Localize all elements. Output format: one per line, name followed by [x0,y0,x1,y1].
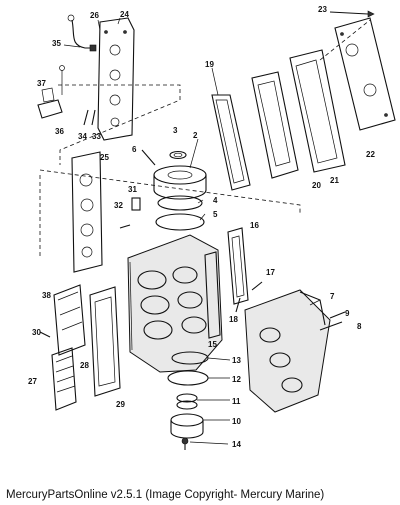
callout-28: 28 [80,361,89,370]
callout-12: 12 [232,375,241,384]
gasket-29 [89,286,121,397]
callout-15: 15 [208,340,217,349]
callout-16: 16 [250,221,259,230]
callout-17: 17 [266,268,275,277]
callout-18: 18 [229,315,238,324]
intake-manifold-7 [244,289,331,413]
bearing-housing-2 [153,165,207,200]
screw-23 [329,10,375,18]
reed-plate-16 [227,227,249,305]
callout-labels: 2 3 4 5 6 7 8 9 10 11 12 13 14 15 16 17 … [28,5,375,449]
callout-36: 36 [55,127,64,136]
callout-20: 20 [312,181,321,190]
callout-5: 5 [213,210,218,219]
callout-34: 34 [78,132,87,141]
callout-8: 8 [357,322,362,331]
callout-30: 30 [32,328,41,337]
callout-23: 23 [318,5,327,14]
gasket-19 [211,94,251,191]
callout-11: 11 [232,397,241,406]
callout-35: 35 [52,39,61,48]
o-rings-4-5 [155,195,205,231]
cover-plate-24 [97,17,135,141]
screw-30 [39,331,51,338]
callout-32: 32 [114,201,123,210]
leader-lines [63,17,321,445]
sensor-bracket-36 [37,65,65,119]
callout-13: 13 [232,356,241,365]
exhaust-cover-22 [334,17,396,131]
screw-6 [141,149,156,166]
callout-21: 21 [330,176,339,185]
gasket-25 [71,151,103,273]
sensor-wire-35 [67,14,97,52]
callout-9: 9 [345,309,350,318]
callout-38: 38 [42,291,51,300]
cylinder-block [127,234,223,373]
callout-24: 24 [120,10,129,19]
callout-22: 22 [366,150,375,159]
screws-17-18 [235,281,263,313]
oil-seal-3 [169,150,187,160]
callout-3: 3 [173,126,178,135]
callout-37: 37 [37,79,46,88]
gasket-15 [204,251,221,339]
callout-27: 27 [28,377,37,386]
callout-7: 7 [330,292,335,301]
callout-10: 10 [232,417,241,426]
callout-31: 31 [128,185,137,194]
callout-14: 14 [232,440,241,449]
callout-29: 29 [116,400,125,409]
screws-8-9 [319,311,346,331]
reed-block-28 [53,284,86,356]
exploded-parts-diagram: 2 3 4 5 6 7 8 9 10 11 12 13 14 15 16 17 … [28,5,396,450]
gasket-21 [289,49,346,173]
callout-6: 6 [132,145,137,154]
screws-33-34 [83,109,96,126]
callout-25: 25 [100,153,109,162]
callout-19: 19 [205,60,214,69]
callout-26: 26 [90,11,99,20]
divider-plate-20 [251,71,299,179]
callout-4: 4 [213,196,218,205]
fitting-31-32 [119,197,141,229]
reed-cage-27 [51,347,77,411]
callout-2: 2 [193,131,198,140]
alignment-guides [39,19,371,258]
copyright-caption: MercuryPartsOnline v2.5.1 (Image Copyrig… [6,489,325,501]
callout-33: 33 [92,132,101,141]
